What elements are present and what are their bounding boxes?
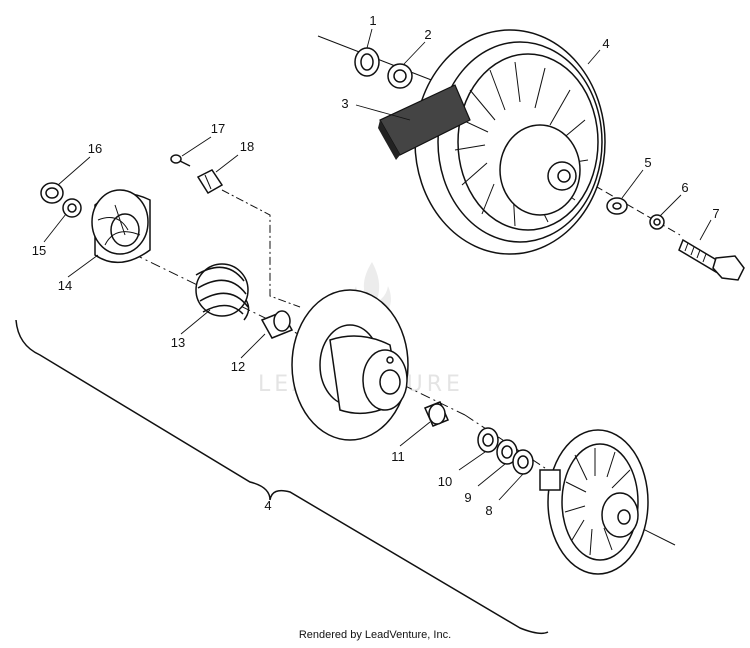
washer-part-2 bbox=[387, 63, 413, 89]
washer-part-10 bbox=[477, 427, 499, 453]
lock-washer-part-6 bbox=[649, 214, 665, 230]
callout-4-drive: 4 bbox=[602, 36, 609, 51]
lower-sheave-part bbox=[539, 429, 649, 575]
callout-2: 2 bbox=[424, 27, 431, 42]
callout-12: 12 bbox=[231, 359, 245, 374]
callout-8: 8 bbox=[485, 503, 492, 518]
washer-part-5 bbox=[606, 197, 628, 215]
callout-4-assembly: 4 bbox=[264, 498, 271, 513]
callout-3: 3 bbox=[341, 96, 348, 111]
washer-part-1 bbox=[354, 47, 380, 77]
callout-17: 17 bbox=[211, 121, 225, 136]
footer-credit: Rendered by LeadVenture, Inc. bbox=[298, 629, 452, 641]
callout-7: 7 bbox=[712, 206, 719, 221]
callout-1: 1 bbox=[369, 13, 376, 28]
callout-9: 9 bbox=[464, 490, 471, 505]
upper-axis-line-2 bbox=[584, 179, 681, 236]
bolt-alignment-line bbox=[221, 189, 301, 308]
snap-ring-part-16 bbox=[40, 182, 64, 204]
callout-6: 6 bbox=[681, 180, 688, 195]
callout-15: 15 bbox=[32, 243, 46, 258]
callouts: 1 2 3 4 5 6 7 8 9 10 11 12 13 14 15 16 1… bbox=[32, 13, 720, 518]
cam-part-14 bbox=[91, 189, 151, 264]
bushing-part-11 bbox=[423, 401, 450, 427]
callout-13: 13 bbox=[171, 335, 185, 350]
button-part-18 bbox=[196, 169, 224, 195]
callout-5: 5 bbox=[644, 155, 651, 170]
assembly-bracket bbox=[15, 319, 549, 635]
drive-clutch-part-4 bbox=[414, 29, 606, 255]
screw-part-17 bbox=[170, 154, 191, 167]
sheave-part-4 bbox=[291, 289, 409, 441]
washer-part-9 bbox=[496, 439, 518, 465]
bushing-part-12 bbox=[260, 310, 294, 339]
callout-18: 18 bbox=[240, 139, 254, 154]
washer-part-8 bbox=[512, 449, 534, 475]
washer-part-15 bbox=[62, 198, 82, 218]
spring-part-13 bbox=[195, 263, 250, 321]
callout-16: 16 bbox=[88, 141, 102, 156]
leader-lines bbox=[43, 28, 712, 501]
callout-14: 14 bbox=[58, 278, 72, 293]
callout-10: 10 bbox=[438, 474, 452, 489]
bolt-part-7 bbox=[678, 238, 745, 281]
drive-belt-part-3 bbox=[378, 84, 471, 160]
callout-11: 11 bbox=[391, 449, 405, 464]
